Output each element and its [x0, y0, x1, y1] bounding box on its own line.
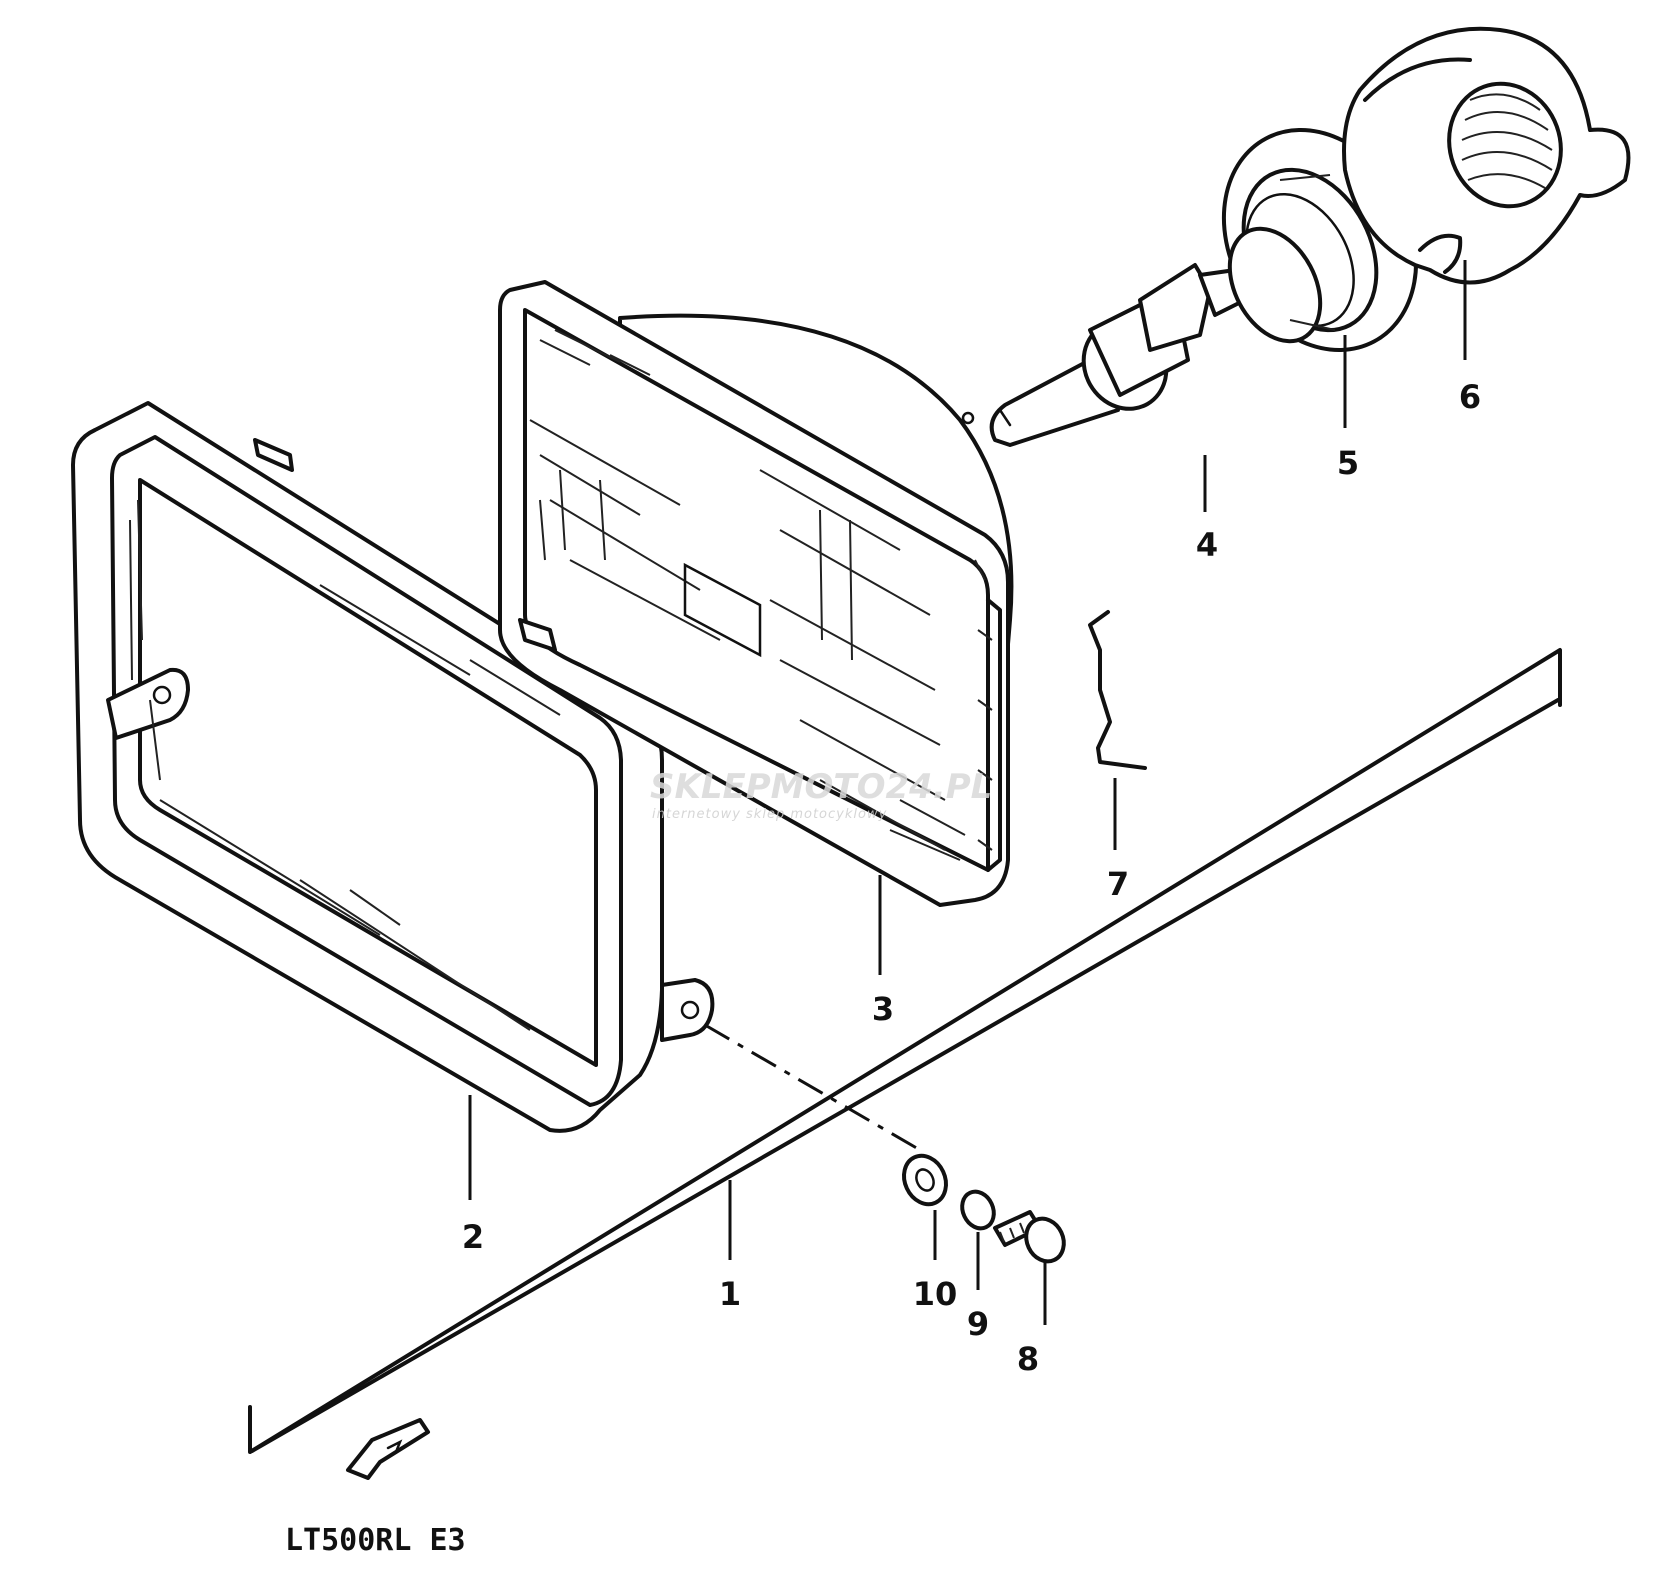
- part-number-1: 1: [719, 1275, 741, 1313]
- front-direction-arrow-icon: [346, 1418, 430, 1480]
- dust-cover: [1342, 26, 1631, 285]
- headlamp-bulb: [989, 263, 1247, 447]
- watermark-logo: SKLEPMOTO24.PL internetowy sklep motocyk…: [650, 767, 992, 822]
- part-number-9: 9: [967, 1305, 989, 1343]
- part-number-4: 4: [1196, 526, 1218, 564]
- washer-10: [902, 1153, 948, 1207]
- leader-lines: [468, 260, 1467, 1325]
- watermark-tagline: internetowy sklep motocyklowy: [652, 807, 887, 822]
- part-number-8: 8: [1017, 1340, 1039, 1378]
- headlamp-rim: [71, 401, 715, 1133]
- washer-9: [960, 1189, 996, 1231]
- part-number-3: 3: [872, 990, 894, 1028]
- model-label: LT500RL E3: [285, 1523, 466, 1558]
- part-number-5: 5: [1337, 444, 1359, 482]
- fastener-set: [704, 1023, 1066, 1264]
- part-number-10: 10: [913, 1275, 958, 1313]
- part-number-2: 2: [462, 1218, 484, 1256]
- part-number-7: 7: [1107, 865, 1129, 903]
- headlamp-unit: [498, 280, 1014, 907]
- watermark-brand: SKLEPMOTO24.PL: [650, 767, 992, 807]
- headlamp-set-brace: [1088, 610, 1147, 770]
- part-number-6: 6: [1459, 378, 1481, 416]
- assembly-bracket-line: [248, 648, 1562, 1454]
